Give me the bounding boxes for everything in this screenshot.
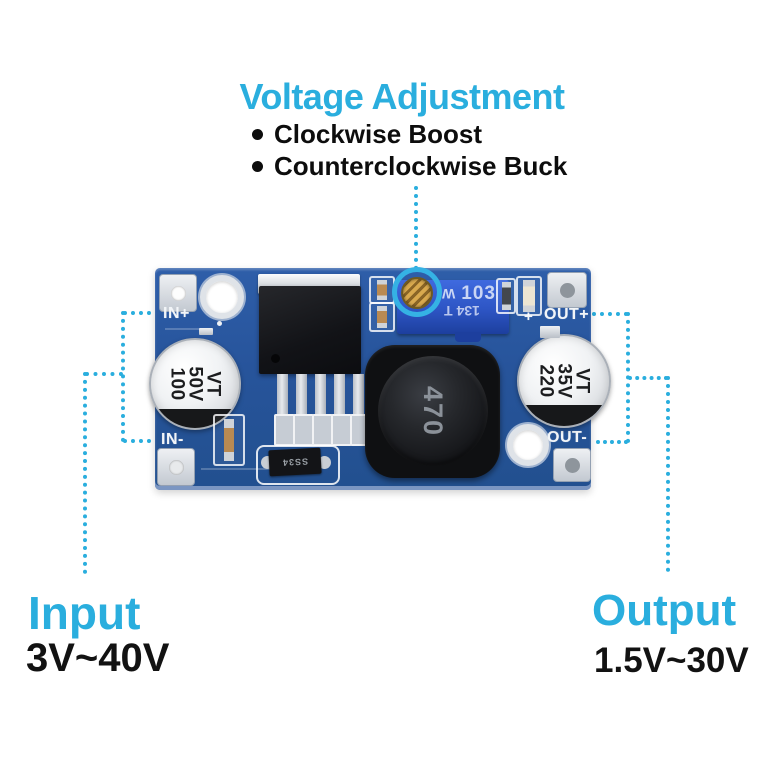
cap-line: VT bbox=[572, 368, 594, 394]
cap-line: VT bbox=[203, 371, 225, 397]
ic-lead-pad bbox=[312, 414, 333, 446]
page-title: Voltage Adjustment bbox=[239, 76, 565, 117]
through-hole bbox=[170, 285, 186, 301]
capacitor-band bbox=[151, 409, 239, 428]
silkscreen-out-plus: OUT+ bbox=[544, 306, 590, 323]
bullet-icon bbox=[252, 160, 263, 172]
smd-resistor bbox=[516, 276, 542, 316]
inductor-value: 470 bbox=[418, 385, 449, 437]
bullet-clockwise: Clockwise Boost bbox=[252, 118, 567, 150]
ic-pin1-dot bbox=[271, 354, 280, 363]
potentiometer-marking: W 103 bbox=[433, 283, 505, 304]
potentiometer-tab bbox=[455, 332, 481, 342]
callout-line-adjustment bbox=[414, 186, 418, 270]
smd-resistor bbox=[369, 302, 395, 332]
solder-pad-out-plus bbox=[547, 272, 587, 308]
through-hole bbox=[559, 282, 575, 298]
bullet-counterclockwise: Counterclockwise Buck bbox=[252, 150, 567, 182]
solder-joint bbox=[540, 326, 560, 338]
silkscreen-out-minus: OUT- bbox=[547, 429, 588, 446]
bullet-icon bbox=[252, 128, 263, 140]
callout-line-in-minus bbox=[123, 439, 159, 443]
ic-lead bbox=[353, 374, 364, 418]
instruction-bullets: Clockwise Boost Counterclockwise Buck bbox=[252, 118, 567, 182]
callout-line-output-stub bbox=[628, 376, 668, 380]
callout-line-input-bracket bbox=[121, 311, 125, 442]
cap-line: 50V bbox=[185, 366, 207, 402]
cap-line: 100 bbox=[166, 367, 188, 401]
smd-resistor bbox=[369, 276, 395, 304]
input-range: 3V~40V bbox=[26, 636, 170, 680]
smd-chip bbox=[377, 305, 387, 329]
pcb-module: IN+ IN- + OUT+ OUT- W 103 134 T bbox=[149, 268, 611, 490]
callout-line-out-plus bbox=[592, 312, 628, 316]
pcb-trace bbox=[201, 468, 271, 470]
output-capacitor: VT 35V 220 bbox=[517, 334, 611, 428]
ic-lead bbox=[277, 374, 288, 418]
smd-resistor bbox=[496, 278, 516, 314]
schottky-diode: SS34 bbox=[268, 447, 322, 477]
solder-pad-out-minus bbox=[553, 448, 591, 482]
solder-pad-in-minus bbox=[157, 448, 195, 486]
through-hole bbox=[168, 459, 184, 475]
diode-marking: SS34 bbox=[281, 456, 309, 468]
solder-pad-in-plus bbox=[159, 274, 197, 312]
input-label: Input bbox=[28, 587, 141, 639]
callout-line-in-plus bbox=[123, 311, 159, 315]
ic-lead-pad bbox=[274, 414, 295, 446]
solder-joint bbox=[199, 328, 213, 335]
mounting-hole bbox=[507, 424, 549, 466]
smd-chip bbox=[501, 281, 511, 311]
callout-line-output-drop bbox=[666, 376, 670, 572]
bullet-text: Clockwise Boost bbox=[274, 118, 483, 149]
smd-chip bbox=[523, 279, 535, 313]
smd-resistor bbox=[213, 414, 245, 466]
bullet-text: Counterclockwise Buck bbox=[274, 150, 568, 181]
smd-chip bbox=[377, 279, 387, 301]
output-range: 1.5V~30V bbox=[594, 641, 749, 680]
ic-lead-pad bbox=[293, 414, 314, 446]
callout-line-out-minus bbox=[596, 440, 628, 444]
adjustment-screw-highlight-ring bbox=[392, 267, 442, 317]
silkscreen-in-minus: IN- bbox=[161, 431, 184, 448]
cap-line: 220 bbox=[535, 364, 557, 398]
capacitor-marking: VT 35V 220 bbox=[535, 363, 594, 399]
output-label: Output bbox=[592, 586, 737, 635]
ic-lead bbox=[315, 374, 326, 418]
inductor-core: 470 bbox=[378, 356, 488, 466]
through-hole bbox=[564, 457, 580, 473]
potentiometer-value: 103 bbox=[461, 283, 496, 304]
callout-line-input-stub bbox=[85, 372, 123, 376]
capacitor-band bbox=[519, 405, 609, 426]
silkscreen-in-plus: IN+ bbox=[163, 305, 190, 322]
ic-lead bbox=[296, 374, 307, 418]
smd-chip bbox=[224, 419, 234, 461]
ic-lead-pad bbox=[331, 414, 352, 446]
diode-outline bbox=[256, 445, 340, 485]
silkscreen-plus-sign: + bbox=[524, 308, 534, 325]
cap-line: 35V bbox=[554, 363, 576, 399]
potentiometer-prefix: W bbox=[442, 286, 456, 302]
mounting-hole bbox=[200, 275, 244, 319]
callout-line-input-drop bbox=[83, 372, 87, 574]
capacitor-marking: VT 50V 100 bbox=[166, 366, 225, 402]
pcb-trace bbox=[165, 328, 201, 330]
ic-lead bbox=[334, 374, 345, 418]
silkscreen-dot bbox=[217, 321, 222, 326]
